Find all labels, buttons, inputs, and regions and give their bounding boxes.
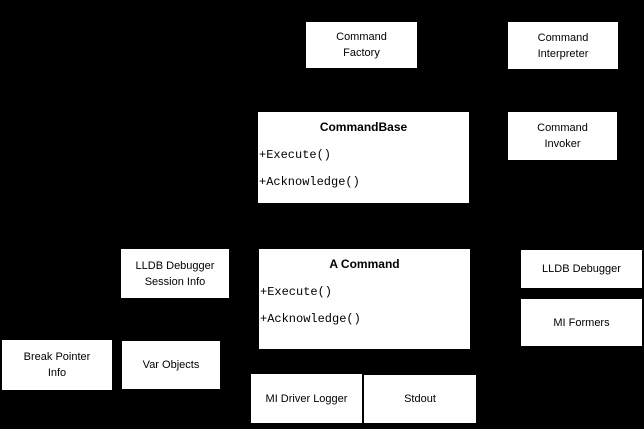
- node-a-command-title: A Command: [329, 257, 400, 271]
- node-stdout: Stdout: [364, 375, 476, 423]
- node-command-factory: Command Factory: [306, 22, 417, 68]
- node-lldb-debugger-session-info-label: LLDB Debugger Session Info: [135, 259, 215, 288]
- node-var-objects: Var Objects: [122, 341, 220, 389]
- node-break-pointer-info-label: Break Pointer Info: [23, 351, 91, 379]
- node-command-base: CommandBase +Execute() +Acknowledge(): [258, 112, 469, 203]
- node-command-base-attribute-execute: +Execute(): [259, 148, 332, 162]
- node-command-interpreter: Command Interpreter: [508, 22, 618, 69]
- node-command-invoker: Command Invoker: [508, 112, 617, 160]
- node-command-interpreter-label: Command Interpreter: [537, 31, 589, 60]
- node-a-command-attribute-execute: +Execute(): [260, 285, 333, 299]
- node-lldb-debugger: LLDB Debugger: [521, 250, 642, 288]
- node-command-base-title: CommandBase: [319, 120, 408, 134]
- node-stdout-label: Stdout: [404, 393, 436, 405]
- node-a-command: A Command +Execute() +Acknowledge(): [259, 249, 470, 349]
- node-var-objects-label: Var Objects: [142, 359, 200, 371]
- node-mi-driver-logger: MI Driver Logger: [251, 374, 362, 423]
- node-lldb-debugger-session-info: LLDB Debugger Session Info: [121, 249, 229, 298]
- node-command-invoker-label: Command Invoker: [537, 122, 588, 150]
- node-lldb-debugger-label: LLDB Debugger: [542, 263, 621, 275]
- node-break-pointer-info: Break Pointer Info: [2, 340, 112, 390]
- node-command-factory-label: Command Factory: [336, 31, 387, 59]
- node-command-base-attribute-acknowledge: +Acknowledge(): [259, 175, 360, 189]
- node-a-command-attribute-acknowledge: +Acknowledge(): [260, 312, 361, 326]
- node-mi-formers: MI Formers: [521, 299, 642, 346]
- node-mi-driver-logger-label: MI Driver Logger: [265, 392, 348, 405]
- node-mi-formers-label: MI Formers: [553, 316, 610, 329]
